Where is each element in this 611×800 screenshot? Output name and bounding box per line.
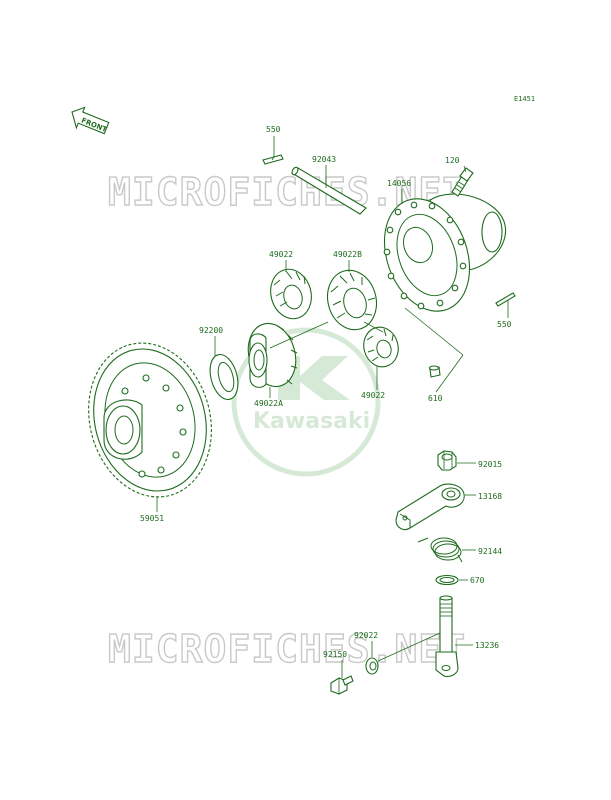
part-92144-spring <box>417 537 463 563</box>
part-49022A-bevel-gear <box>247 322 298 388</box>
label-92043: 92043 <box>312 155 336 164</box>
part-92022-washer <box>365 657 379 675</box>
part-92200-washer <box>209 353 239 401</box>
kawasaki-logo-watermark: Kawasaki <box>231 327 381 477</box>
watermark-bottom: MICROFICHES.NET <box>108 627 466 671</box>
label-550-right: 550 <box>497 320 512 329</box>
part-49022-pinion-gear-top <box>270 268 312 320</box>
diagram-code: E1451 <box>514 95 535 103</box>
label-13236: 13236 <box>475 641 499 650</box>
part-92043-shaft <box>291 166 367 215</box>
part-92150-bolt <box>330 675 354 695</box>
part-13168-lever <box>395 483 465 531</box>
logo-text: Kawasaki <box>253 409 370 434</box>
label-92144: 92144 <box>478 547 502 556</box>
front-arrow-icon: FRONT <box>71 106 110 135</box>
label-120: 120 <box>445 156 460 165</box>
part-550-right-cotter-pin <box>495 292 516 307</box>
label-610: 610 <box>428 394 443 403</box>
label-14056: 14056 <box>387 179 411 188</box>
part-13236-shaft <box>435 595 459 678</box>
label-92200: 92200 <box>199 326 223 335</box>
part-14056-differential-case <box>383 193 507 312</box>
part-59051-ring-gear <box>88 342 212 498</box>
label-550-top: 550 <box>266 125 281 134</box>
part-49022B-bevel-gear <box>327 269 377 331</box>
part-120-bolt <box>451 167 474 197</box>
label-92022: 92022 <box>354 631 378 640</box>
label-92150: 92150 <box>323 650 347 659</box>
label-92015: 92015 <box>478 460 502 469</box>
label-49022A: 49022A <box>254 399 283 408</box>
part-610-pin <box>428 365 441 378</box>
label-670: 670 <box>470 576 485 585</box>
label-13168: 13168 <box>478 492 502 501</box>
part-49022-pinion-gear-lower <box>363 326 399 368</box>
part-92015-nut <box>437 450 457 471</box>
part-670-oring <box>435 574 459 586</box>
label-49022B: 49022B <box>333 250 362 259</box>
label-59051: 59051 <box>140 514 164 523</box>
label-49022-lower: 49022 <box>361 391 385 400</box>
part-550-cotter-pin <box>262 148 284 165</box>
label-49022-top: 49022 <box>269 250 293 259</box>
